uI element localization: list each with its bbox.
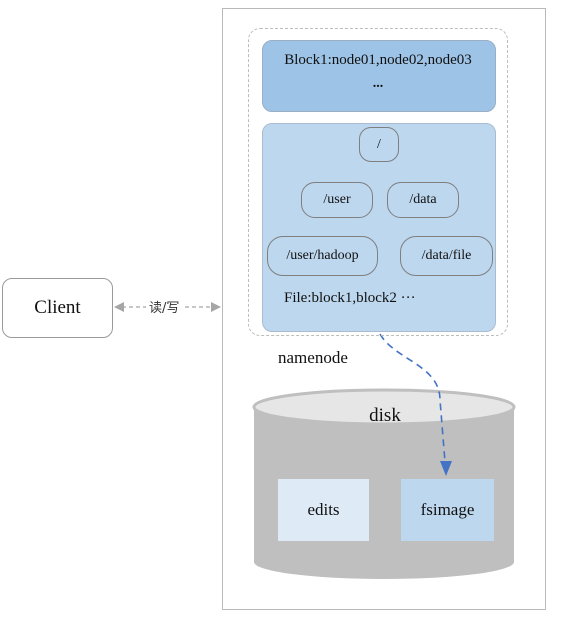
tree-node-user: /user [301, 182, 373, 218]
fsimage-box: fsimage [401, 479, 494, 541]
arrowhead-right [211, 302, 221, 312]
tree-node-root: / [359, 127, 399, 162]
namenode-label: namenode [278, 348, 348, 367]
client-box: Client [2, 278, 113, 338]
tree-node-data-file: /data/file [400, 236, 493, 276]
file-blocks-text: File:block1,block2 ··· [284, 290, 416, 306]
read-write-label: 读/写 [146, 297, 183, 316]
edits-box: edits [278, 479, 369, 541]
block-map-box [262, 40, 496, 112]
persist-arrow [379, 333, 446, 463]
namenode-container [248, 28, 508, 336]
tree-node-data: /data [387, 182, 459, 218]
persist-arrowhead [440, 461, 452, 476]
block-map-text: Block1:node01,node02,node03 [284, 52, 472, 68]
disk-label: disk [369, 405, 401, 426]
block-map-ellipsis: ... [372, 76, 384, 91]
tree-node-user-hadoop: /user/hadoop [267, 236, 378, 276]
arrowhead-left [114, 302, 124, 312]
